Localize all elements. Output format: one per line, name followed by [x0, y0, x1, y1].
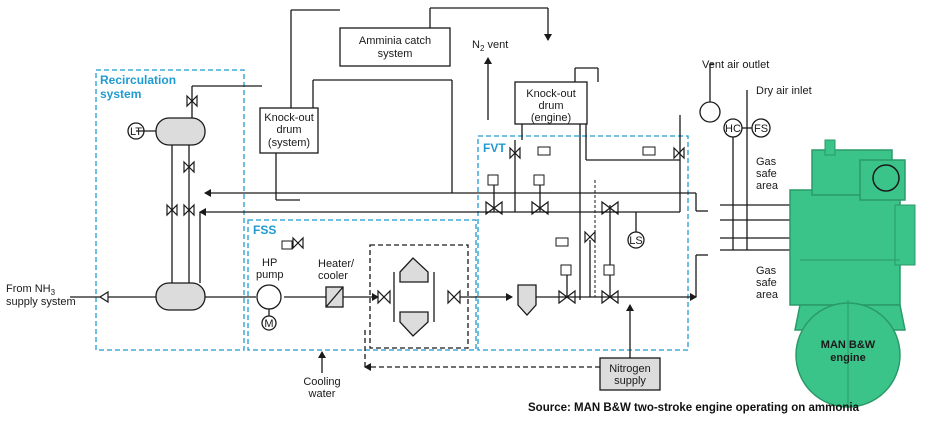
ko-system-label-2: drum	[276, 124, 301, 136]
heater-label-2: cooler	[318, 270, 348, 282]
valve-icon	[584, 230, 596, 244]
heater-label-1: Heater/	[318, 258, 355, 270]
valve-icon	[166, 203, 178, 217]
catch-system-box	[339, 27, 451, 67]
valve-icon	[601, 200, 619, 216]
recirculation-boundary	[95, 69, 245, 351]
ko-engine-label-1: Knock-out	[526, 88, 576, 100]
cooling-label-1: Cooling	[303, 376, 340, 388]
fs-label: FS	[754, 123, 768, 135]
ls-instrument	[627, 231, 645, 249]
gas-safe-1-line2: safe	[756, 168, 777, 180]
valve-icon	[531, 200, 549, 216]
actuators	[281, 146, 656, 276]
valve-icon	[601, 289, 619, 305]
knockout-system-box	[259, 107, 319, 154]
valve-icon	[186, 94, 198, 108]
valve-icon	[292, 236, 304, 250]
engine-illustration	[789, 139, 916, 408]
recirc-title-2: system	[100, 87, 141, 101]
hp-pump-label-2: pump	[256, 269, 284, 281]
fan-icon	[699, 101, 721, 123]
nitrogen-box	[599, 357, 661, 391]
gas-safe-2-line3: area	[756, 289, 779, 301]
lt-label: LT	[130, 126, 142, 138]
equipment	[127, 27, 771, 391]
system-boundaries	[95, 69, 689, 351]
nitrogen-label-1: Nitrogen	[609, 363, 651, 375]
valve-icon	[447, 289, 461, 305]
source-caption: Source: MAN B&W two-stroke engine operat…	[528, 402, 859, 414]
catch-system-label-2: system	[378, 48, 413, 60]
valve-icon	[183, 203, 195, 217]
valve-icon	[377, 289, 391, 305]
ko-system-label-3: (system)	[268, 137, 310, 149]
hp-pump-symbol	[256, 284, 282, 310]
engine-label-1: MAN B&W	[821, 339, 876, 351]
fvt-boundary	[477, 135, 689, 351]
hp-pump-label-1: HP	[262, 257, 277, 269]
piping	[70, 7, 790, 373]
filter-bottom-icon	[399, 311, 429, 337]
from-nh3-label-2: supply system	[6, 296, 76, 308]
valve-icon	[485, 200, 503, 216]
dry-air-inlet-label: Dry air inlet	[756, 85, 812, 97]
diagram-labels: Amminia catch system N2 vent Knock-out d…	[6, 35, 876, 400]
n2-vent-label: N2 vent	[472, 39, 508, 53]
gas-safe-2-line2: safe	[756, 277, 777, 289]
catch-system-label-1: Amminia catch	[359, 35, 431, 47]
fss-title: FSS	[253, 223, 276, 237]
ls-label: LS	[629, 235, 642, 247]
fvt-filter-icon	[517, 284, 537, 316]
vent-air-outlet-label: Vent air outlet	[702, 59, 769, 71]
ko-engine-label-2: drum	[538, 100, 563, 112]
valve-icon	[558, 289, 576, 305]
fss-boundary	[247, 219, 477, 351]
gas-safe-1-line3: area	[756, 180, 779, 192]
valve-icon	[673, 146, 685, 160]
valve-icon	[183, 160, 195, 174]
engine-label-2: engine	[830, 352, 865, 364]
recirc-vessel-bottom	[155, 282, 206, 311]
knockout-engine-box	[514, 81, 588, 125]
recirc-title-1: Recirculation	[100, 73, 176, 87]
gas-safe-1-line1: Gas	[756, 156, 777, 168]
ko-system-label-1: Knock-out	[264, 112, 314, 124]
gas-safe-2-line1: Gas	[756, 265, 777, 277]
ko-engine-label-3: (engine)	[531, 112, 571, 124]
recirc-vessel-top	[155, 117, 206, 146]
nitrogen-label-2: supply	[614, 375, 646, 387]
filter-top-icon	[399, 257, 429, 283]
cooling-label-2: water	[308, 388, 336, 400]
motor-label: M	[264, 318, 273, 330]
filter-block	[369, 244, 469, 349]
from-nh3-label: From NH3	[6, 283, 56, 297]
hc-label: HC	[725, 123, 741, 135]
valves	[98, 94, 685, 305]
fvt-title: FVT	[483, 141, 506, 155]
valve-icon	[509, 146, 521, 160]
